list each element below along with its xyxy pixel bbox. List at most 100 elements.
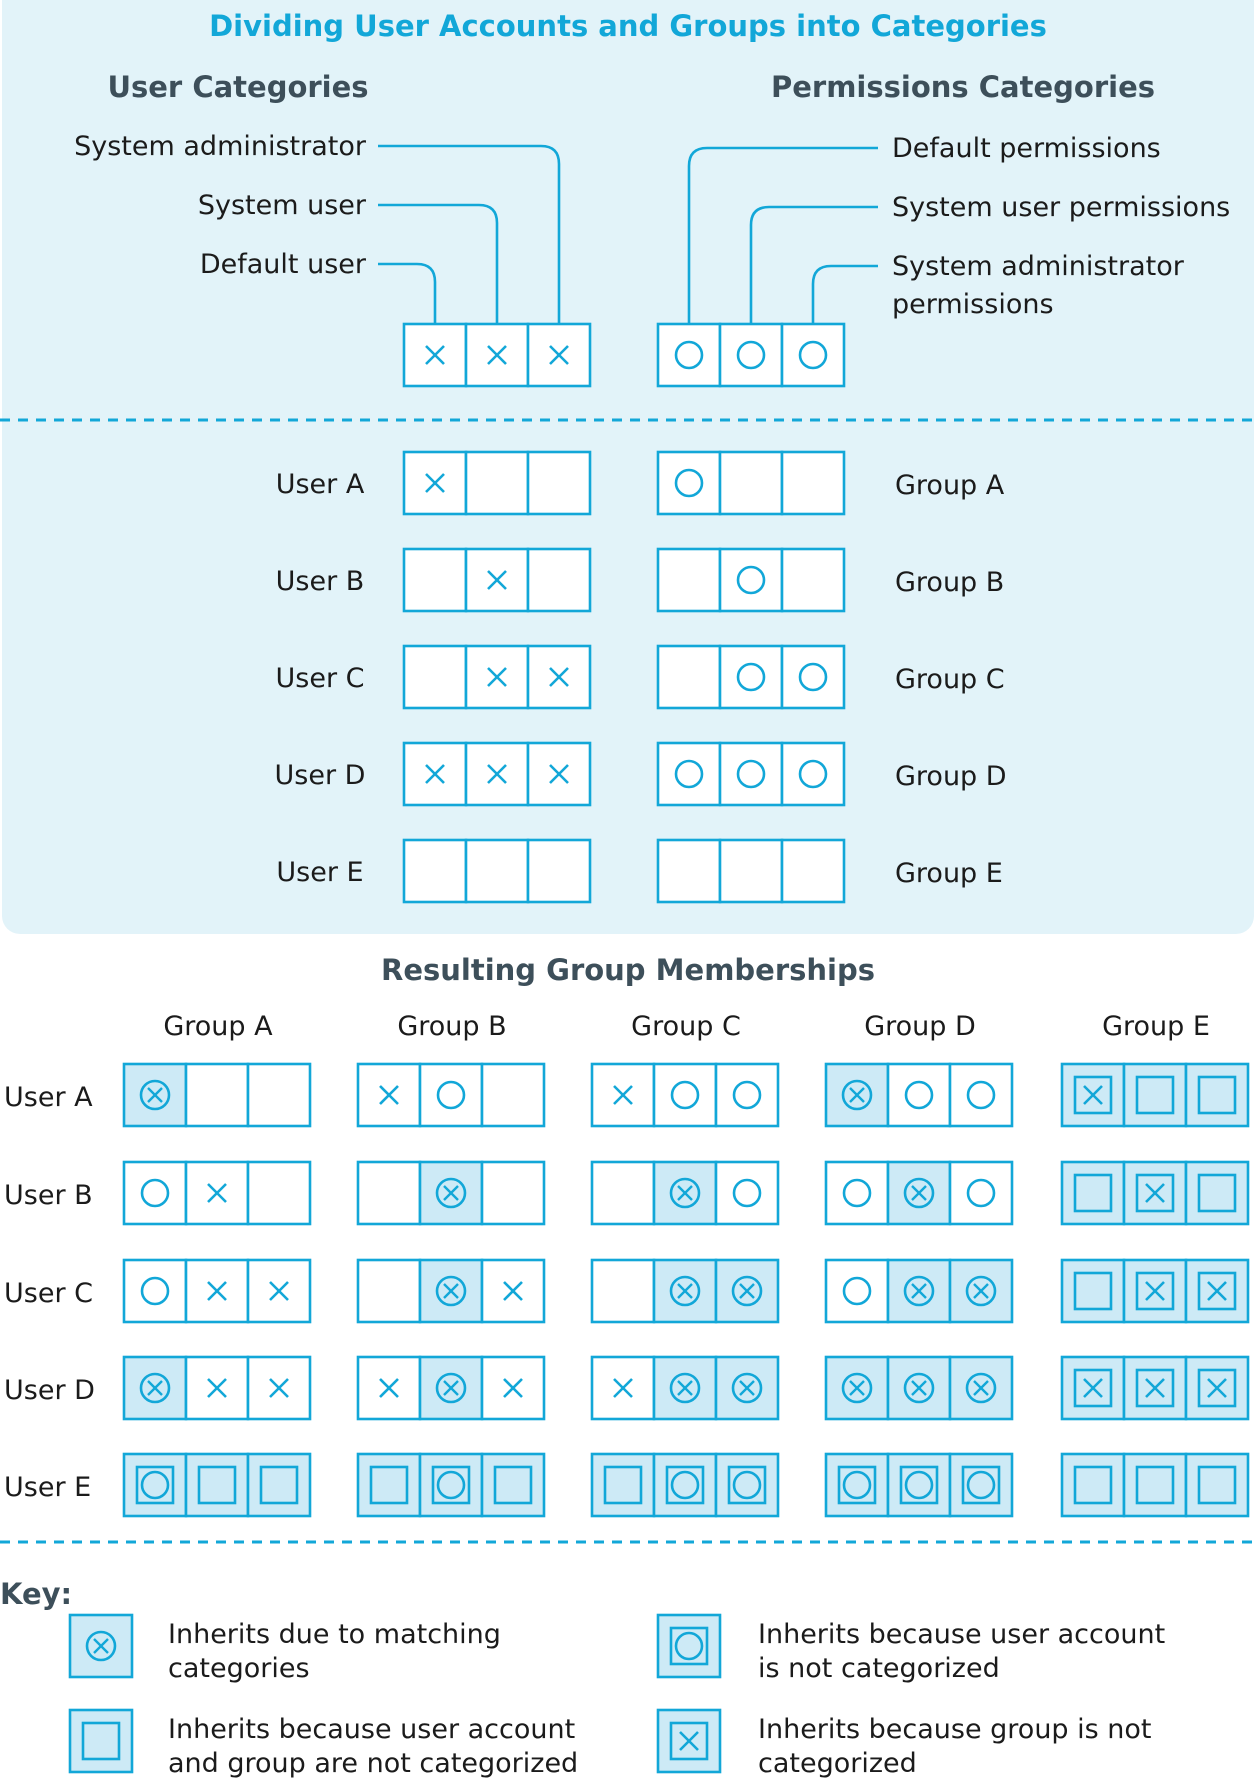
membership-cell — [590, 1160, 656, 1226]
square-icon — [1197, 1075, 1237, 1115]
membership-cell — [122, 1160, 188, 1226]
group-category-cell — [780, 547, 846, 613]
membership-cell — [1060, 1258, 1126, 1324]
membership-cell — [1184, 1160, 1250, 1226]
circled-cross-icon — [965, 1275, 997, 1307]
circled-cross-icon — [435, 1177, 467, 1209]
user-category-cell — [402, 741, 468, 807]
cross-icon — [549, 667, 569, 687]
membership-cell — [824, 1062, 890, 1128]
membership-cell — [356, 1160, 422, 1226]
group-category-cell — [656, 450, 722, 516]
circle-icon — [798, 759, 828, 789]
membership-cell — [480, 1452, 546, 1518]
membership-cell — [590, 1258, 656, 1324]
cross-icon — [487, 764, 507, 784]
membership-cell — [184, 1062, 250, 1128]
cross-icon — [503, 1281, 523, 1301]
square-icon — [1073, 1465, 1113, 1505]
membership-cell — [122, 1258, 188, 1324]
group-category-cell — [718, 838, 784, 904]
category-connector — [811, 264, 878, 324]
circled-cross-icon — [903, 1372, 935, 1404]
user-category-label: System administrator — [74, 131, 367, 162]
user-category-cell — [464, 838, 530, 904]
circle-icon — [966, 1080, 996, 1110]
group-category-cell — [656, 644, 722, 710]
membership-cell — [714, 1062, 780, 1128]
group-category-cell — [656, 838, 722, 904]
membership-cell — [418, 1062, 484, 1128]
square-icon — [1073, 1075, 1113, 1115]
permission-category-header-cell — [656, 322, 722, 388]
cross-icon — [1207, 1281, 1227, 1301]
circled-cross-icon — [669, 1372, 701, 1404]
membership-cell — [246, 1160, 312, 1226]
circle-icon — [798, 340, 828, 370]
user-category-cell — [464, 741, 530, 807]
circled-cross-icon — [669, 1177, 701, 1209]
circle-icon — [436, 1080, 466, 1110]
cross-icon — [1145, 1183, 1165, 1203]
cross-icon — [379, 1085, 399, 1105]
membership-cell — [652, 1062, 718, 1128]
key-description: Inherits because user account — [758, 1619, 1165, 1650]
user-row-label: User A — [4, 1082, 93, 1113]
user-row-label: User D — [4, 1375, 95, 1406]
group-column-header: Group E — [1102, 1011, 1210, 1042]
square-icon — [1073, 1271, 1113, 1311]
cross-icon — [269, 1378, 289, 1398]
cross-icon — [207, 1378, 227, 1398]
user-category-label: Default user — [200, 249, 367, 280]
cross-icon — [1145, 1281, 1165, 1301]
circle-icon — [140, 1276, 170, 1306]
square-icon — [431, 1465, 471, 1505]
categories-panel — [2, 0, 1254, 934]
circled-cross-icon — [435, 1372, 467, 1404]
circle-icon — [732, 1080, 762, 1110]
square-icon — [369, 1465, 409, 1505]
key-description: is not categorized — [758, 1653, 1000, 1684]
membership-cell — [948, 1452, 1014, 1518]
square-icon — [1197, 1368, 1237, 1408]
circled-cross-icon — [435, 1275, 467, 1307]
membership-cell — [824, 1258, 890, 1324]
square-icon — [81, 1721, 121, 1761]
circled-cross-icon — [841, 1372, 873, 1404]
cross-icon — [207, 1281, 227, 1301]
user-name-label: User A — [276, 469, 365, 500]
circle-icon — [842, 1276, 872, 1306]
square-icon — [1073, 1173, 1113, 1213]
membership-cell — [886, 1062, 952, 1128]
circled-cross-icon — [139, 1079, 171, 1111]
group-category-cell — [780, 644, 846, 710]
user-category-cell — [464, 450, 530, 516]
group-category-cell — [718, 547, 784, 613]
permission-category-label: Default permissions — [892, 133, 1161, 164]
circle-icon — [842, 1470, 872, 1500]
user-category-cell — [402, 838, 468, 904]
permission-category-label: System user permissions — [892, 192, 1230, 223]
membership-cell — [1122, 1452, 1188, 1518]
circle-icon — [966, 1470, 996, 1500]
user-category-cell — [526, 547, 592, 613]
group-column-header: Group D — [864, 1011, 976, 1042]
user-row-label: User E — [4, 1472, 91, 1503]
key-description: categories — [168, 1653, 310, 1684]
square-icon — [1135, 1368, 1175, 1408]
square-icon — [493, 1465, 533, 1505]
cross-icon — [487, 345, 507, 365]
permission-category-header-cell — [780, 322, 846, 388]
user-row-label: User C — [4, 1278, 93, 1309]
category-connector — [378, 262, 437, 324]
group-column-header: Group A — [163, 1011, 273, 1042]
square-icon — [1135, 1465, 1175, 1505]
circled-cross-icon — [841, 1079, 873, 1111]
user-category-cell — [526, 644, 592, 710]
membership-cell — [1060, 1452, 1126, 1518]
membership-cell — [246, 1062, 312, 1128]
circle-icon — [966, 1178, 996, 1208]
circled-cross-icon — [139, 1372, 171, 1404]
